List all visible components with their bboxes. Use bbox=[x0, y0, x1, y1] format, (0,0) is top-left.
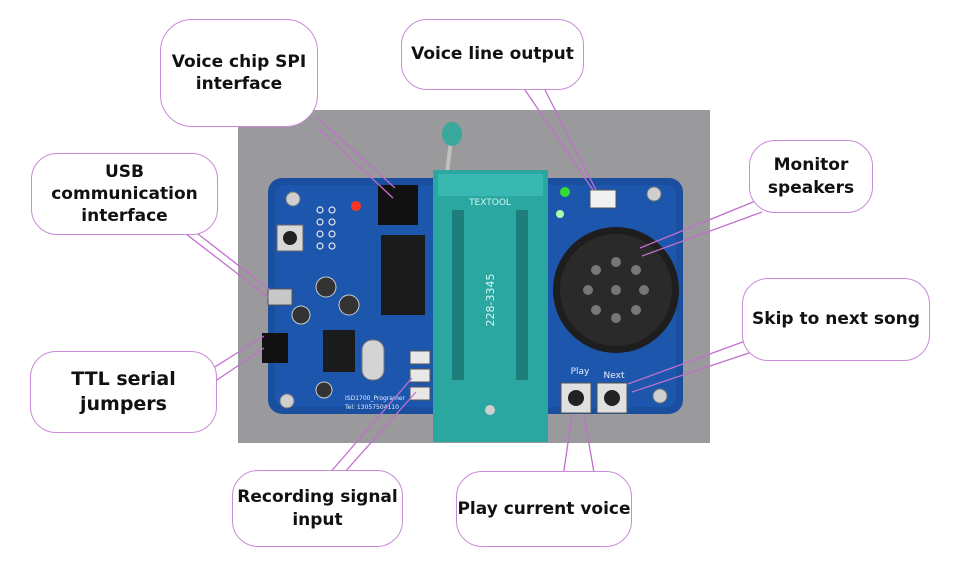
callout-skip-line1: Skip to next song bbox=[752, 309, 920, 330]
led-2 bbox=[556, 210, 564, 218]
screw-bottom-left bbox=[279, 393, 295, 409]
callout-ttl-line1: TTL serial jumpers bbox=[71, 368, 176, 415]
recording-jack-1 bbox=[409, 350, 431, 365]
spi-header bbox=[378, 185, 418, 225]
recording-jack-3 bbox=[409, 386, 431, 401]
callout-spi-interface: Voice chip SPI interface bbox=[160, 19, 318, 127]
capacitor-4 bbox=[315, 381, 333, 399]
ttl-jumper-block bbox=[262, 333, 288, 363]
callout-play-line1: Play current voice bbox=[457, 498, 631, 519]
zif-pin-column-left bbox=[452, 210, 464, 380]
capacitor-2 bbox=[338, 294, 360, 316]
zif-socket-top bbox=[438, 174, 543, 196]
callout-usb-line1: USB communication bbox=[51, 161, 198, 204]
callout-usb-line2: interface bbox=[81, 206, 168, 227]
screw-bottom-right bbox=[652, 388, 668, 404]
leader-ttl bbox=[209, 335, 265, 383]
leader-record bbox=[321, 377, 417, 483]
usb-ic bbox=[323, 330, 355, 372]
capacitor-1 bbox=[315, 276, 337, 298]
next-silk-label: Next bbox=[604, 371, 625, 381]
main-ic bbox=[381, 235, 425, 315]
callout-record-line1: Recording signal bbox=[237, 487, 398, 508]
callout-skip-next-song: Skip to next song bbox=[742, 278, 930, 361]
line-output-connector bbox=[589, 189, 617, 209]
pin-header-grid bbox=[316, 206, 336, 250]
play-button-cap bbox=[568, 390, 584, 406]
reset-button-cap bbox=[283, 231, 297, 245]
zif-pin-column-right bbox=[516, 210, 528, 380]
silk-label-1: ISD1700_Programer bbox=[345, 395, 405, 402]
recording-jack-2 bbox=[409, 368, 431, 383]
callout-record-line2: input bbox=[292, 509, 343, 530]
next-button-cap bbox=[604, 390, 620, 406]
leader-skip bbox=[627, 339, 753, 393]
callout-speaker-line1: Monitor bbox=[773, 155, 849, 176]
zif-socket-screw bbox=[485, 405, 495, 415]
socket-code-label: 228-3345 bbox=[484, 274, 497, 327]
callout-monitor-speakers: Monitor speakers bbox=[749, 140, 873, 213]
speaker-holes bbox=[583, 257, 649, 323]
red-led bbox=[351, 201, 361, 211]
callout-voice-line-output: Voice line output bbox=[401, 19, 584, 90]
capacitor-3 bbox=[291, 305, 311, 325]
leader-speaker bbox=[639, 199, 763, 257]
green-led bbox=[560, 187, 570, 197]
callout-recording-input: Recording signal input bbox=[232, 470, 403, 547]
callout-play-current-voice: Play current voice bbox=[456, 471, 632, 547]
callout-ttl-jumpers: TTL serial jumpers bbox=[30, 351, 217, 433]
zif-lever-knob bbox=[442, 122, 462, 146]
crystal bbox=[361, 339, 385, 381]
callout-line-out-line1: Voice line output bbox=[411, 44, 574, 65]
leader-spi bbox=[317, 117, 396, 199]
callout-spi-line2: interface bbox=[195, 74, 283, 94]
screw-top-left bbox=[285, 191, 301, 207]
leader-usb bbox=[185, 233, 271, 298]
leader-line-out bbox=[524, 89, 597, 191]
usb-connector bbox=[267, 288, 293, 306]
silk-label-2: Tel: 13057504110 bbox=[344, 404, 399, 411]
socket-brand-label: TEXTOOL bbox=[468, 198, 511, 208]
callout-spi-line1: Voice chip SPI bbox=[171, 51, 307, 72]
screw-top-right bbox=[646, 186, 662, 202]
play-silk-label: Play bbox=[571, 367, 590, 377]
callout-usb-interface: USB communication interface bbox=[31, 153, 218, 235]
callout-speaker-line2: speakers bbox=[767, 177, 855, 198]
